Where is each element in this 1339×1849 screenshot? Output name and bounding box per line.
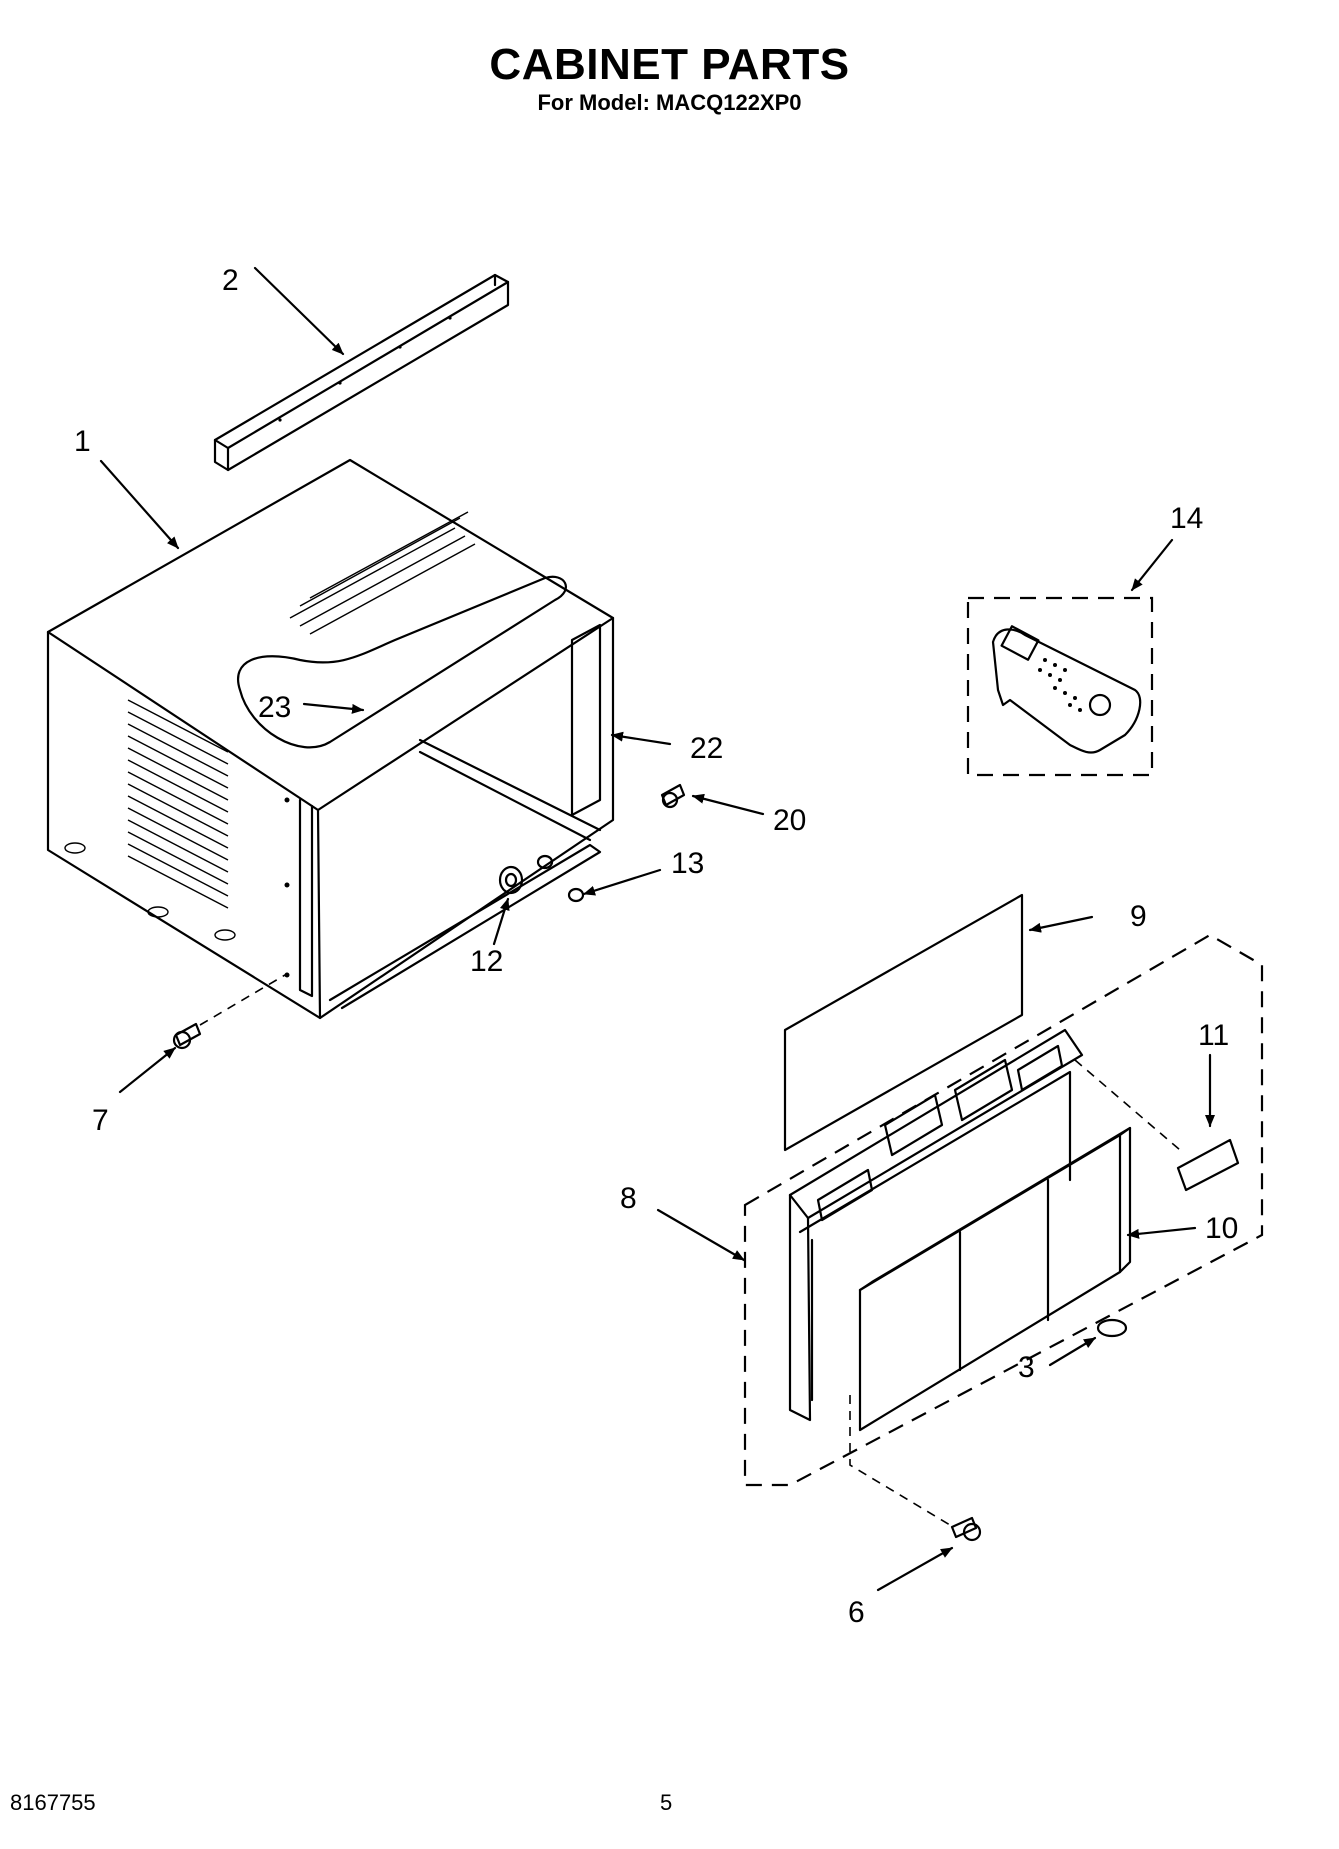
callout-11: 11 [1198,1019,1229,1052]
leader-lines [99,266,1215,1592]
page-number: 5 [660,1790,673,1815]
callout-20: 20 [773,804,806,837]
callout-1: 1 [74,425,91,458]
model-subtitle: For Model: MACQ122XP0 [537,90,802,115]
side-seal-part [570,623,602,817]
remote-control-part [966,596,1154,777]
callout-labels: 2 1 23 22 20 13 12 7 14 9 11 8 10 3 6 [74,264,1238,1629]
grommet-part-12 [498,865,524,895]
callout-3: 3 [1018,1351,1035,1384]
callout-2: 2 [222,264,239,297]
callout-14: 14 [1170,502,1203,535]
callout-10: 10 [1205,1212,1238,1245]
screw-part-20 [660,783,686,809]
top-seal-part [237,575,567,749]
callout-7: 7 [92,1104,109,1137]
callout-13: 13 [671,847,704,880]
screw-part-7 [172,974,286,1050]
callout-6: 6 [848,1596,865,1629]
front-panel-part [743,933,1264,1542]
page-title: CABINET PARTS [489,40,850,89]
callout-9: 9 [1130,900,1147,933]
air-filter-part [783,893,1024,1152]
top-rail-part [213,273,510,472]
callout-23: 23 [258,691,291,724]
cabinet-wrapper-part [46,458,615,1020]
document-number: 8167755 [10,1790,96,1815]
callout-22: 22 [690,732,723,765]
callout-12: 12 [470,945,503,978]
screw-part-13 [536,854,585,903]
callout-8: 8 [620,1182,637,1215]
